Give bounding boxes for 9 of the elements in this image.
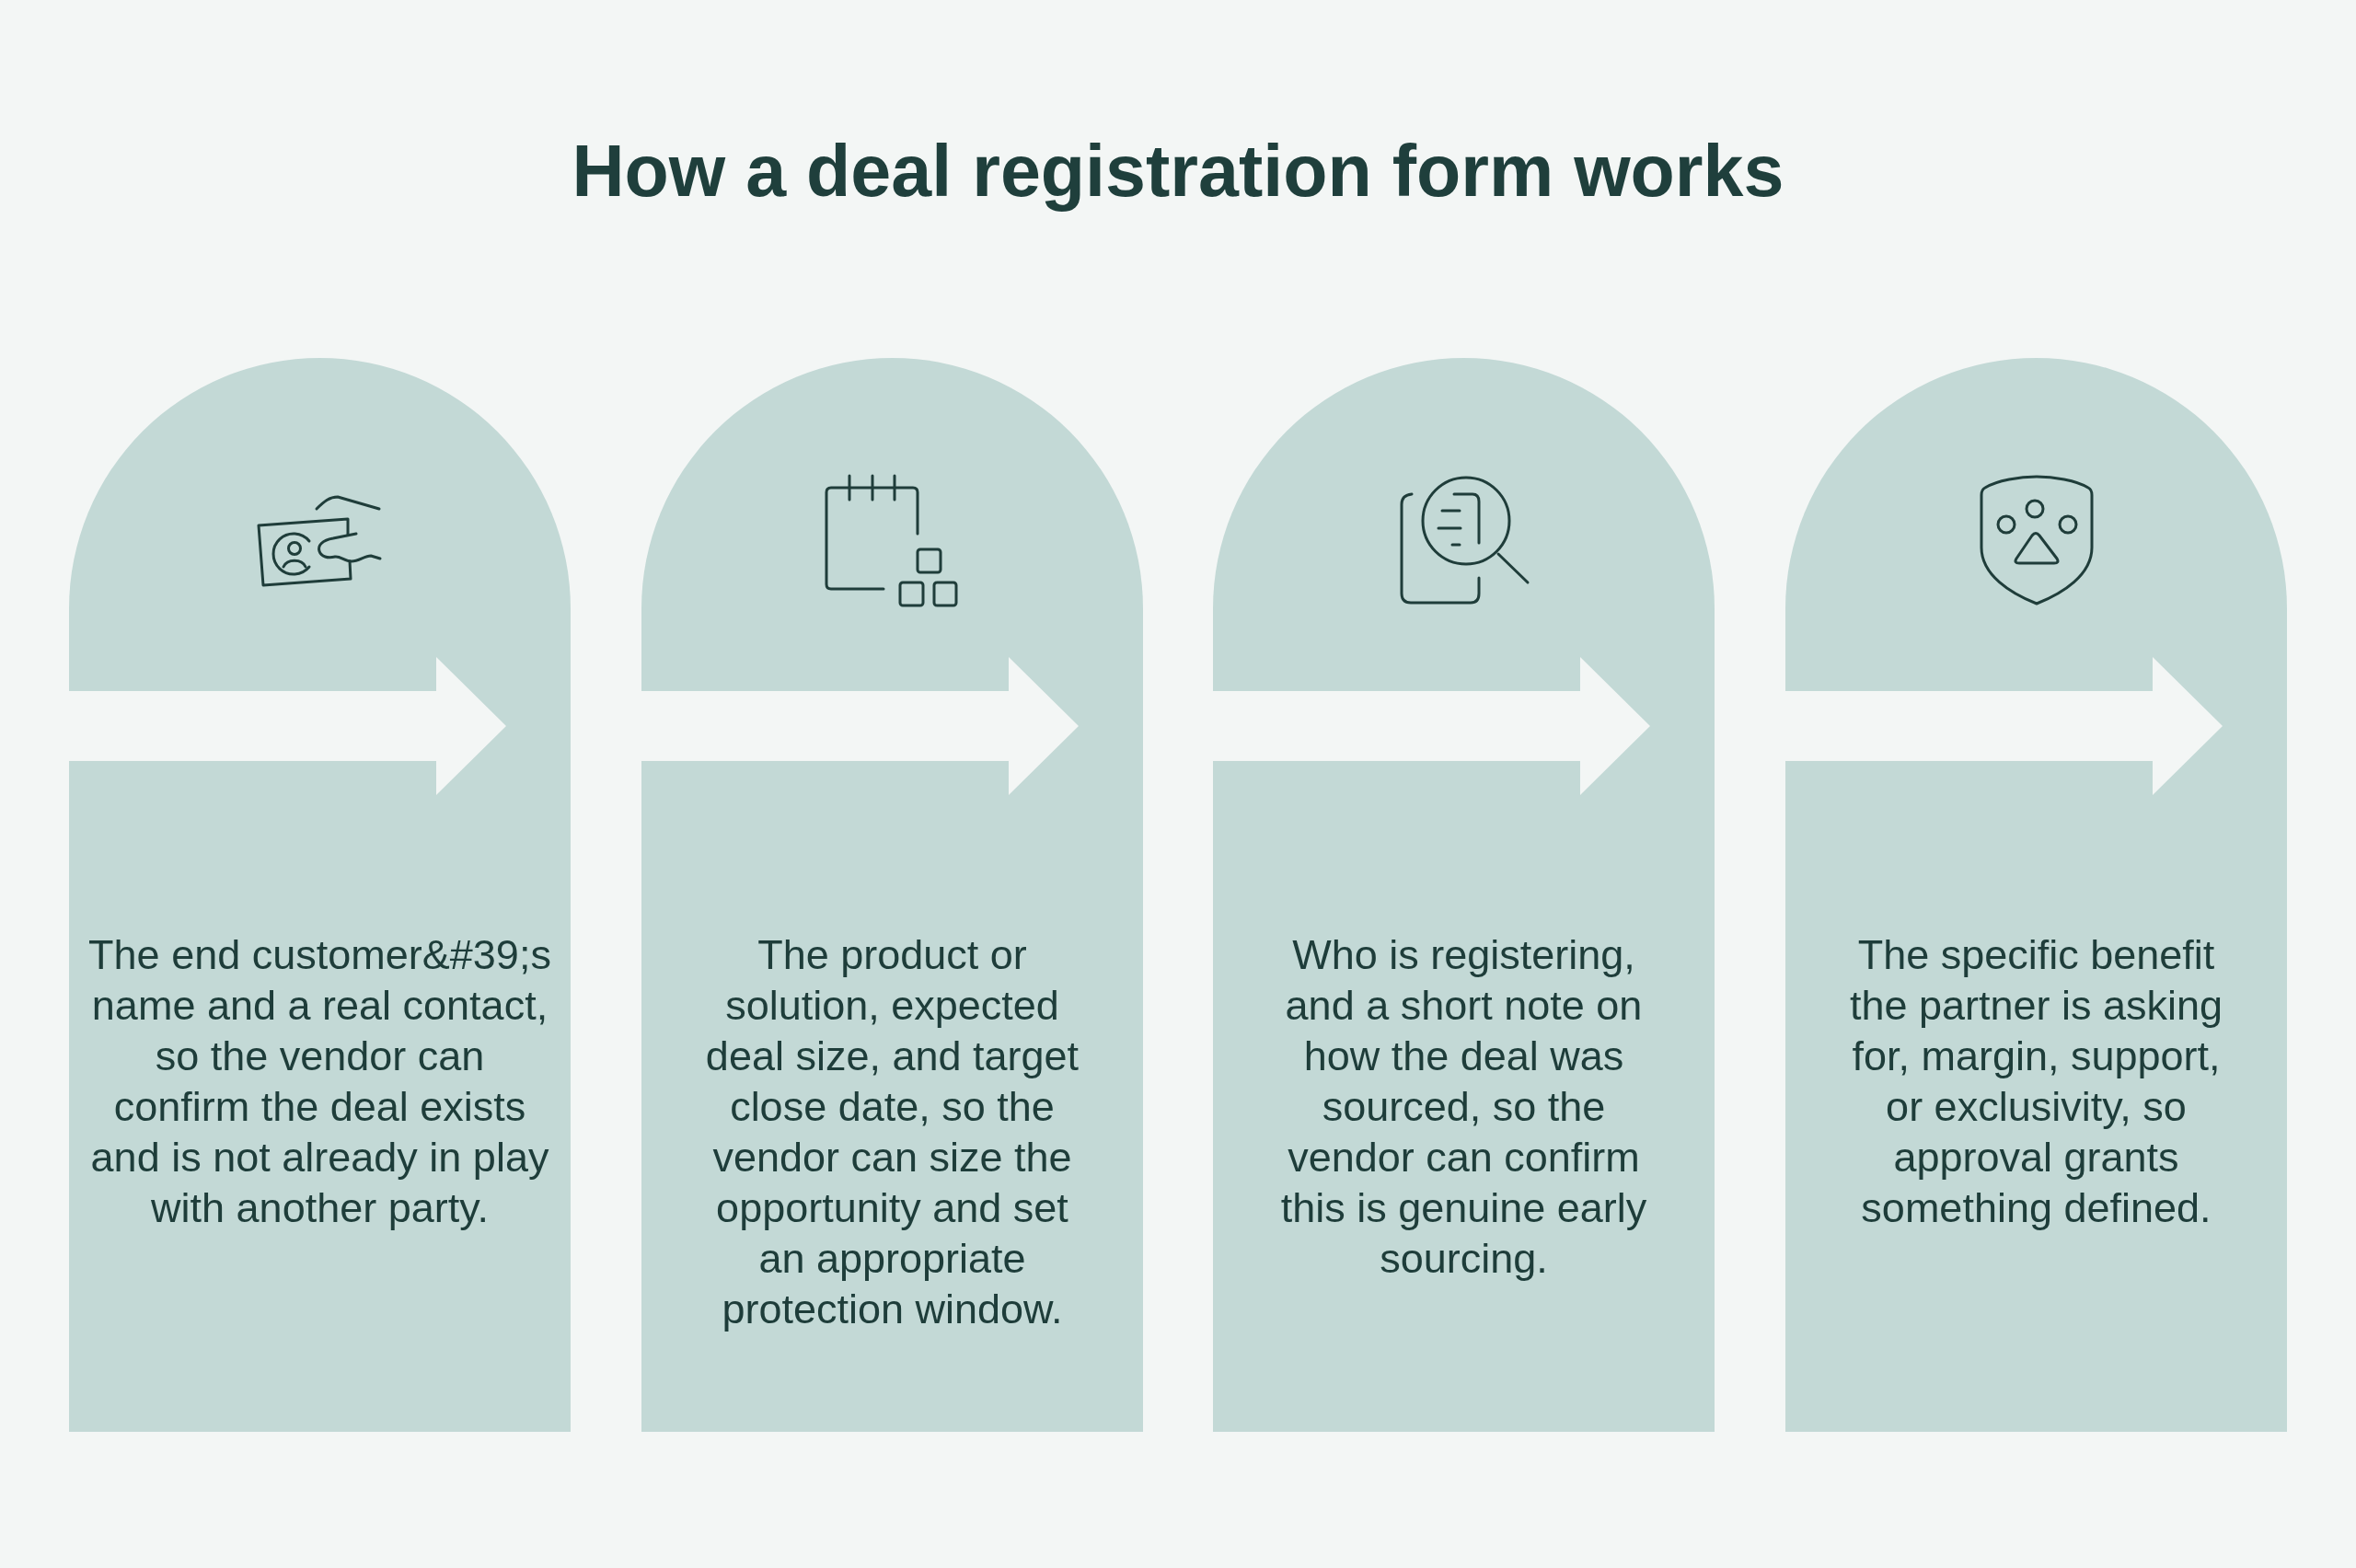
arch-panel	[1785, 358, 2287, 1432]
step-description: The end customer&#39;s name and a real contact, so the vendor can confirm the deal exists and is not already in play with another party.	[87, 930, 552, 1233]
arch-panel	[69, 358, 571, 1432]
arch-panel	[1213, 358, 1715, 1432]
step-description: The product or solution, expected deal size, and target close date, so the vendor can size the opportunity and set an appropriate protection window.	[704, 930, 1080, 1334]
step-description: Who is registering, and a short note on how the deal was sourced, so the vendor can confirm this is genuine early sourcing.	[1279, 930, 1648, 1284]
title: How a deal registration form works	[571, 129, 1785, 213]
step-description: The specific benefit the partner is asking for, margin, support, or exclusivity, so approval grants something defined.	[1848, 930, 2224, 1233]
arch-panel	[641, 358, 1143, 1432]
